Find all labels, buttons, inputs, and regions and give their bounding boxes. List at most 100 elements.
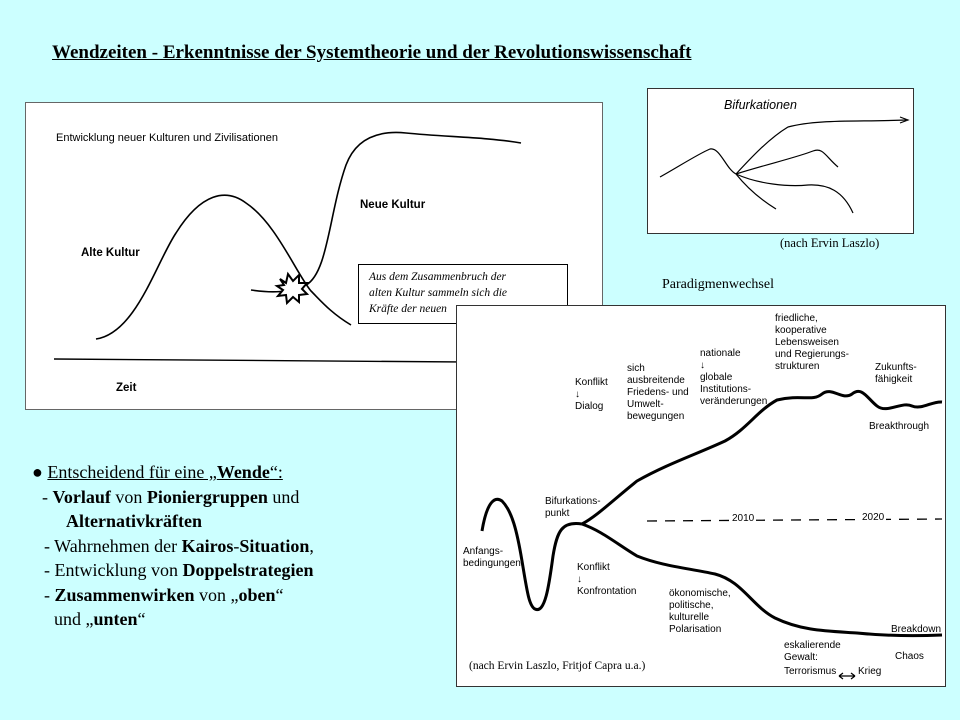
label-line: strukturen <box>775 361 820 372</box>
label-line: Konfrontation <box>577 586 637 597</box>
label-line: nationale <box>700 348 741 359</box>
key-point: Alternativkräften <box>32 509 314 534</box>
text-run: Zusammenwirken <box>54 584 195 605</box>
culture-heading: Entwicklung neuer Kulturen und Zivilisat… <box>56 132 278 144</box>
cooperative-label: friedliche, kooperative Lebensweisen und… <box>775 313 849 373</box>
text-run: Doppelstrategien <box>182 560 314 580</box>
time-label: Zeit <box>116 382 137 394</box>
text-run: Pioniergruppen <box>146 486 268 507</box>
movements-label: sich ausbreitende Friedens- und Umwelt- … <box>627 363 689 423</box>
bifurcation-branch <box>735 173 854 214</box>
conflict-confrontation-label: Konflikt ↓ Konfrontation <box>577 562 637 598</box>
text-run: und <box>267 486 300 507</box>
text-run: - <box>42 486 53 507</box>
arrow-down-icon: ↓ <box>700 360 705 371</box>
page-title: Wendzeiten - Erkenntnisse der Systemtheo… <box>52 42 692 63</box>
war-label: Krieg <box>858 666 882 677</box>
paradigm-curves <box>480 389 943 680</box>
collapse-note-line: Kräfte der neuen <box>369 303 447 315</box>
breakthrough-label: Breakthrough <box>869 421 930 432</box>
label-line: bewegungen <box>627 411 685 422</box>
institutions-label: nationale ↓ globale Institutions- veränd… <box>700 348 767 408</box>
escalating-label: eskalierende Gewalt: <box>784 640 841 664</box>
collapse-note-line: Aus dem Zusammenbruch der <box>369 271 507 283</box>
text-run: - <box>44 584 55 605</box>
old-culture-label: Alte Kultur <box>81 247 140 259</box>
text-run: und „ <box>54 609 94 629</box>
bifurcation-branch <box>735 149 839 175</box>
polarisation-label: ökonomische, politische, kulturelle Pola… <box>669 588 731 636</box>
bifurcation-panel: Bifurkationen <box>647 88 914 234</box>
text-run: - Wahrnehmen der <box>44 535 182 556</box>
arrow-head-icon <box>899 116 910 124</box>
label-line: Bifurkations- <box>545 496 601 507</box>
key-point: - Wahrnehmen der Kairos-Situation, <box>32 534 314 559</box>
key-point: - Entwicklung von Doppelstrategien <box>32 558 314 583</box>
text-run: Kairos <box>181 535 234 556</box>
key-point: - Vorlauf von Pioniergruppen und <box>32 485 314 510</box>
key-point: und „unten“ <box>32 607 314 632</box>
label-line: globale <box>700 372 733 383</box>
label-line: Dialog <box>575 401 604 412</box>
chaos-label: Chaos <box>895 651 924 662</box>
arrow-down-icon: ↓ <box>575 389 580 400</box>
label-line: ausbreitende <box>627 375 685 386</box>
breakdown-label: Breakdown <box>891 624 942 635</box>
year-dashline <box>646 518 943 522</box>
label-line: Konflikt <box>575 377 608 388</box>
label-line: punkt <box>545 508 570 519</box>
text-run: von „ <box>194 584 239 605</box>
text-run: von <box>110 486 147 507</box>
bifurcation-curves <box>659 116 910 214</box>
bifurcation-point-label: Bifurkations- punkt <box>545 496 601 520</box>
label-line: Konflikt <box>577 562 610 573</box>
label-line: Gewalt: <box>784 652 818 663</box>
bifurcation-branch <box>659 148 737 178</box>
label-line: Friedens- und <box>627 387 689 398</box>
label-line: friedliche, <box>775 313 818 324</box>
initial-conditions-label: Anfangs- bedingungen <box>463 546 521 570</box>
arrow-left-right-icon <box>838 672 856 680</box>
conflict-dialog-label: Konflikt ↓ Dialog <box>575 377 608 413</box>
culture-development-panel: Entwicklung neuer Kulturen und Zivilisat… <box>25 102 603 410</box>
text-run: - <box>233 535 240 556</box>
label-line: veränderungen <box>700 396 768 407</box>
terror-label: Terrorismus <box>784 666 837 677</box>
bifurcation-branch <box>735 173 777 210</box>
collapse-note-line: alten Kultur sammeln sich die <box>369 287 507 299</box>
intro-text: Entscheidend für eine „Wende“: <box>47 462 282 482</box>
key-points-list: ● Entscheidend für eine „Wende“: - Vorla… <box>32 460 314 632</box>
laszlo-credit: (nach Ervin Laszlo) <box>780 236 880 250</box>
label-line: bedingungen <box>463 558 521 569</box>
text-run: “ <box>275 584 284 605</box>
intro-post: “: <box>269 462 283 482</box>
new-culture-label: Neue Kultur <box>360 199 426 211</box>
paradigm-panel: Anfangs- bedingungen Bifurkations- punkt… <box>456 305 946 687</box>
text-run: Vorlauf <box>52 486 111 507</box>
text-run: unten <box>93 609 138 629</box>
label-line: Zukunfts- <box>875 362 917 373</box>
text-run: Alternativkräften <box>66 511 202 531</box>
initial-curve <box>480 497 583 611</box>
arrow-down-icon: ↓ <box>577 574 582 585</box>
label-line: sich <box>627 363 645 374</box>
future-label: Zukunfts- fähigkeit <box>875 362 917 386</box>
bifurcation-label: Bifurkationen <box>724 98 797 112</box>
label-line: Umwelt- <box>627 399 664 410</box>
intro-bold: Wende <box>216 462 270 482</box>
label-line: politische, <box>669 600 714 611</box>
label-line: Anfangs- <box>463 546 504 557</box>
label-line: Lebensweisen <box>775 337 839 348</box>
intro-pre: Entscheidend für eine „ <box>47 462 217 482</box>
collapse-burst-icon <box>274 271 310 306</box>
label-line: Polarisation <box>669 624 722 635</box>
label-line: kulturelle <box>669 612 710 623</box>
text-run: Situation <box>239 535 310 556</box>
bullet-dot-icon: ● <box>32 462 43 482</box>
label-line: und Regierungs- <box>775 349 849 360</box>
year-2010-label: 2010 <box>730 513 757 524</box>
key-point: - Zusammenwirken von „oben“ <box>32 583 314 608</box>
old-culture-curve <box>95 194 352 340</box>
breakthrough-path <box>581 389 943 526</box>
label-line: kooperative <box>775 325 827 336</box>
